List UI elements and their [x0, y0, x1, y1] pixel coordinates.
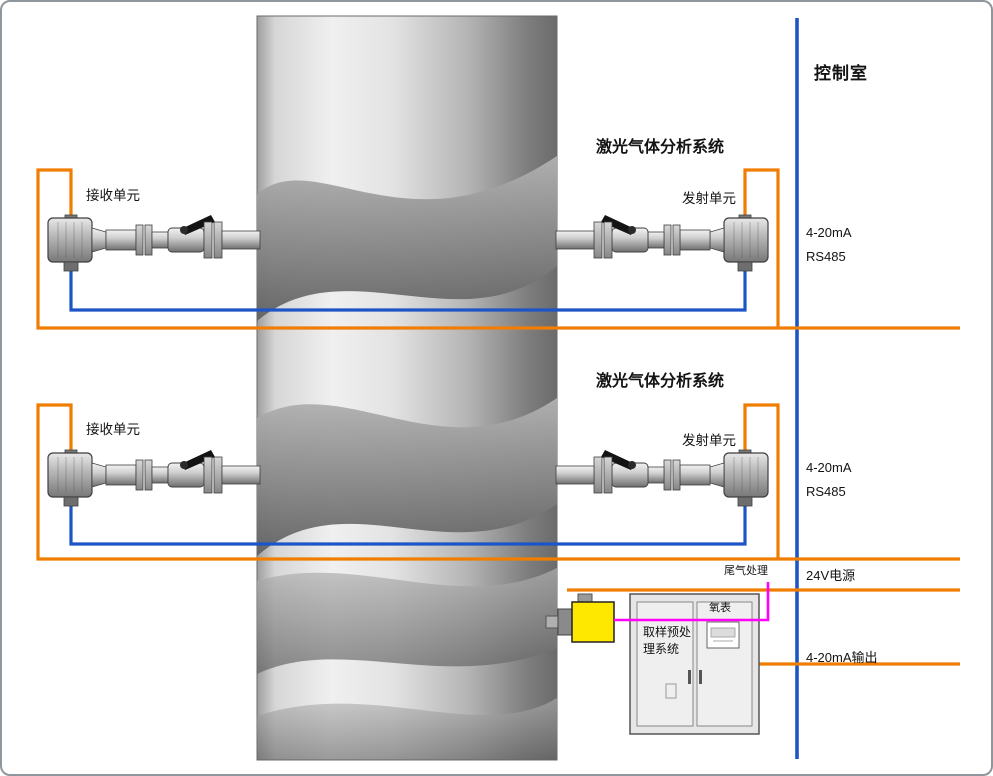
probe-body-yellow [571, 601, 615, 643]
cabinet-vent [665, 683, 677, 699]
system2-signal-cable-orange [743, 403, 780, 559]
receiver1-label: 接收单元 [86, 188, 140, 203]
system2-signal-analog-label: 4-20mA [806, 460, 852, 475]
tail-gas-label: 尾气处理 [724, 565, 768, 577]
power-24v-label: 24V电源 [806, 568, 856, 583]
transmitter-unit-1 [555, 214, 769, 272]
system1-title: 激光气体分析系统 [596, 139, 725, 156]
pipe-wave-band [257, 698, 557, 760]
cabinet-name: 取样预处 理系统 [643, 624, 691, 658]
sampling-cabinet [629, 593, 760, 735]
transmitter2-label: 发射单元 [682, 433, 736, 448]
meter-label: 氧表 [709, 602, 731, 614]
system1-wiring [36, 168, 960, 330]
transmitter1-label: 发射单元 [682, 191, 736, 206]
system2-signal-bus-label: RS485 [806, 484, 846, 499]
cabinet-name-line1: 取样预处 [643, 625, 692, 639]
system2-signal-cable-orange [36, 403, 960, 561]
stack-pipe [256, 15, 558, 761]
system2-wiring [36, 403, 960, 561]
system1-signal-cable-orange [36, 168, 960, 330]
sample-tailgas-line-magenta [614, 582, 770, 622]
system1-data-cable-blue [69, 268, 747, 312]
receiver-unit-1 [47, 214, 261, 272]
cabinet-left-door [636, 601, 694, 727]
control-room-label: 控制室 [814, 64, 868, 83]
cabinet-door-handle [688, 670, 691, 684]
output-4-20ma-label: 4-20mA输出 [806, 650, 878, 665]
cabinet-door-handle [699, 670, 702, 684]
meter-display [710, 627, 736, 638]
system1-signal-cable-orange [743, 168, 780, 328]
sampling-probe [545, 593, 615, 643]
pipe-wave-band [257, 398, 557, 556]
receiver2-label: 接收单元 [86, 422, 140, 437]
pipe-wave-band [257, 156, 557, 321]
system1-signal-analog-label: 4-20mA [806, 225, 852, 240]
receiver-unit-2 [47, 449, 261, 507]
system2-title: 激光气体分析系统 [596, 373, 725, 390]
transmitter-unit-2 [555, 449, 769, 507]
system1-signal-bus-label: RS485 [806, 249, 846, 264]
system2-data-cable-blue [69, 503, 747, 546]
cabinet-name-line2: 理系统 [643, 642, 680, 656]
pipe-wave-band [257, 568, 557, 674]
